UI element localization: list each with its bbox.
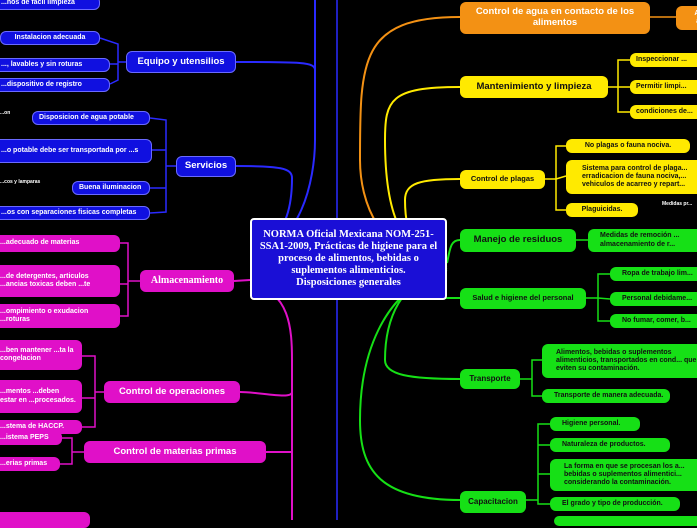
subtopic-capacitacion-4[interactable]: El grado y tipo de producción.	[550, 497, 680, 511]
topic-capacitacion[interactable]: Capacitacion	[460, 491, 526, 513]
subtopic-equipo-4[interactable]: ...dispositivo de registro	[0, 78, 110, 92]
subtopic-servicios-1[interactable]: Disposicion de agua potable	[32, 111, 150, 125]
subtopic-agua-1[interactable]: Ag... al...	[676, 6, 697, 30]
topic-servicios[interactable]: Servicios	[176, 156, 236, 177]
subtopic-servicios-2[interactable]: ...o potable debe ser transportada por .…	[0, 139, 152, 163]
subtopic-materias-2[interactable]: ...erias primas	[0, 457, 60, 471]
subtopic-capacitacion-partial[interactable]	[554, 516, 697, 526]
servicios-note-1: ...on	[0, 110, 11, 116]
topic-plagas[interactable]: Control de plagas	[460, 170, 545, 189]
subtopic-transporte-2[interactable]: Transporte de manera adecuada.	[542, 389, 670, 403]
subtopic-capacitacion-1[interactable]: Higiene personal.	[550, 417, 640, 431]
central-topic[interactable]: NORMA Oficial Mexicana NOM-251-SSA1-2009…	[250, 218, 447, 300]
subtopic-mantenimiento-3[interactable]: condiciones de...	[630, 105, 697, 119]
subtopic-plagas-1[interactable]: No plagas o fauna nociva.	[566, 139, 690, 153]
subtopic-operaciones-1[interactable]: ...ben mantener ...ta la congelacion	[0, 340, 82, 370]
topic-equipo[interactable]: Equipo y utensilios	[126, 51, 236, 73]
subtopic-servicios-3[interactable]: Buena iluminacion	[72, 181, 150, 195]
subtopic-plagas-3[interactable]: Plaguicidas.	[566, 203, 638, 217]
topic-transporte[interactable]: Transporte	[460, 369, 520, 389]
subtopic-capacitacion-2[interactable]: Naturaleza de productos.	[550, 438, 670, 452]
topic-agua[interactable]: Control de agua en contacto de los alime…	[460, 2, 650, 34]
subtopic-operaciones-3[interactable]: ...stema de HACCP.	[0, 420, 82, 434]
plagas-note: Medidas pr...	[662, 201, 693, 207]
servicios-note-2: ...cos y lamparas	[0, 179, 41, 185]
subtopic-almacenamiento-2[interactable]: ...de detergentes, articulos ...ancias t…	[0, 265, 120, 297]
subtopic-operaciones-2[interactable]: ...mentos ...deben estar en ...procesado…	[0, 380, 82, 413]
subtopic-salud-2[interactable]: Personal debidame...	[610, 292, 697, 306]
topic-materias[interactable]: Control de materias primas	[84, 441, 266, 463]
topic-salud[interactable]: Salud e higiene del personal	[460, 288, 586, 309]
subtopic-mantenimiento-1[interactable]: Inspeccionar ...	[630, 53, 697, 67]
subtopic-plagas-2[interactable]: Sistema para control de plaga... erradic…	[566, 160, 697, 194]
subtopic-mantenimiento-2[interactable]: Permitir limpi...	[630, 80, 697, 94]
topic-operaciones[interactable]: Control de operaciones	[104, 381, 240, 403]
topic-residuos[interactable]: Manejo de residuos	[460, 229, 576, 252]
subtopic-transporte-1[interactable]: Alimentos, bebidas o suplementos aliment…	[542, 344, 697, 378]
subtopic-salud-3[interactable]: No fumar, comer, b...	[610, 314, 697, 328]
topic-mantenimiento[interactable]: Mantenimiento y limpieza	[460, 76, 608, 98]
subtopic-servicios-4[interactable]: ...os con separaciones fisicas completas	[0, 206, 150, 220]
subtopic-equipo-1[interactable]: ...nos de facil limpieza	[0, 0, 100, 10]
central-topic-text: NORMA Oficial Mexicana NOM-251-SSA1-2009…	[259, 228, 438, 289]
subtopic-equipo-3[interactable]: ..., lavables y sin roturas	[0, 58, 110, 72]
subtopic-residuos-1[interactable]: Medidas de remoción ... almacenamiento d…	[588, 229, 697, 252]
subtopic-almacenamiento-1[interactable]: ...adecuado de materias	[0, 235, 120, 252]
topic-partial-bottom[interactable]	[0, 512, 90, 528]
subtopic-salud-1[interactable]: Ropa de trabajo lim...	[610, 267, 697, 281]
subtopic-equipo-2[interactable]: Instalacion adecuada	[0, 31, 100, 45]
subtopic-capacitacion-3[interactable]: La forma en que se procesan los a... beb…	[550, 459, 697, 491]
subtopic-materias-1[interactable]: ...istema PEPS	[0, 431, 62, 445]
subtopic-almacenamiento-3[interactable]: ...ompimiento o exudacion ...roturas	[0, 304, 120, 328]
topic-almacenamiento[interactable]: Almacenamiento	[140, 270, 234, 292]
